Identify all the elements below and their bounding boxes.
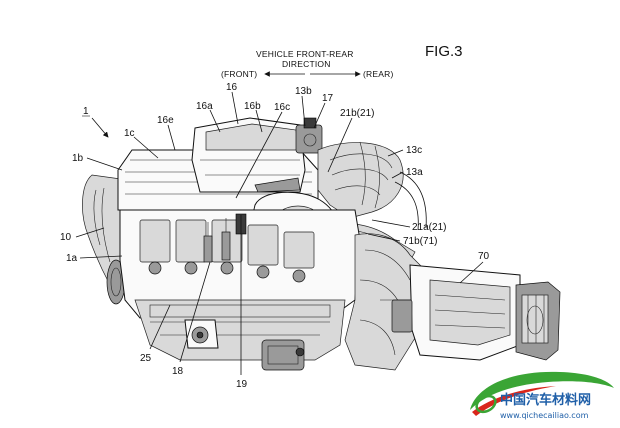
label-71b: 71b(71) — [403, 236, 437, 247]
label-1b: 1b — [72, 153, 84, 164]
label-16b: 16b — [244, 101, 261, 112]
watermark-swoosh — [470, 371, 614, 410]
cylinder-row — [139, 219, 315, 283]
callout-labels: 1 1c 16e 16a 16 16b 16c 13b 17 21b(21) 1… — [60, 82, 490, 390]
engine-assembly — [82, 117, 561, 371]
label-16e: 16e — [157, 115, 174, 126]
label-25: 25 — [140, 353, 152, 364]
label-18: 18 — [172, 366, 184, 377]
label-13a: 13a — [406, 167, 423, 178]
watermark-url: www.qichecailiao.com — [500, 411, 589, 420]
figure-label: FIG.3 — [425, 43, 463, 60]
bell-housing — [344, 233, 431, 371]
label-1c: 1c — [124, 128, 135, 139]
oil-pan — [134, 299, 346, 361]
label-17: 17 — [322, 93, 334, 104]
oil-filter — [261, 339, 305, 371]
label-21a: 21a(21) — [412, 222, 446, 233]
watermark-cn-text: 中国汽车材料网 — [500, 392, 591, 408]
label-1: 1 — [83, 106, 89, 117]
front-label: (FRONT) — [221, 69, 257, 79]
direction-title: VEHICLE FRONT-REAR — [256, 49, 354, 59]
watermark-leaf — [475, 394, 497, 414]
direction-subtitle: DIRECTION — [282, 59, 331, 69]
label-16: 16 — [226, 82, 238, 93]
label-16c: 16c — [274, 102, 290, 113]
watermark-logo: 中国汽车材料网 www.qichecailiao.com — [470, 371, 614, 420]
label-21b: 21b(21) — [340, 108, 374, 119]
intake-duct — [317, 142, 404, 219]
label-13c: 13c — [406, 145, 422, 156]
label-10: 10 — [60, 232, 72, 243]
label-13b: 13b — [295, 86, 312, 97]
direction-indicator: VEHICLE FRONT-REAR DIRECTION (FRONT) (RE… — [221, 49, 393, 79]
leader-lines — [75, 91, 484, 375]
rear-label: (REAR) — [363, 69, 393, 79]
label-19: 19 — [236, 379, 248, 390]
label-70: 70 — [478, 251, 490, 262]
label-16a: 16a — [196, 101, 213, 112]
label-1a: 1a — [66, 253, 78, 264]
throttle-body — [295, 124, 323, 154]
